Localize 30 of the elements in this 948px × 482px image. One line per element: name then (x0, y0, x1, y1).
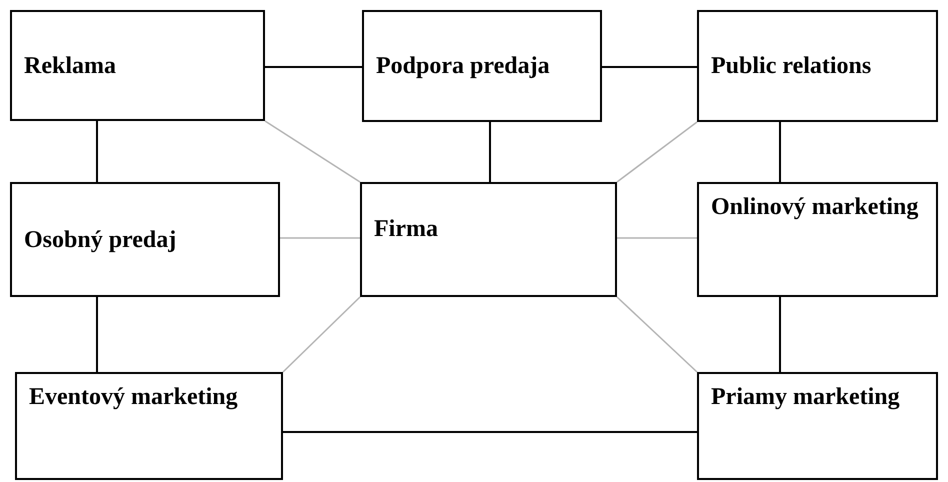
connector-line (602, 66, 697, 68)
connector-line (265, 66, 362, 68)
box (697, 10, 938, 122)
connector-line (282, 296, 361, 373)
box-label: Osobný predaj (23, 226, 178, 254)
box (362, 10, 602, 122)
box-label: Priamy marketing (710, 383, 901, 412)
connector-line (779, 122, 781, 182)
connector-line (489, 122, 491, 182)
box (10, 182, 280, 297)
box-label: Podpora predaja (375, 52, 551, 81)
connector-line (280, 237, 360, 239)
box-label: Public relations (710, 52, 872, 81)
box (10, 10, 265, 121)
connector-line (616, 296, 698, 373)
box-label: Firma (373, 215, 439, 244)
connector-line (96, 121, 98, 182)
connector-line (617, 237, 697, 239)
connector-line (96, 297, 98, 372)
box (360, 182, 617, 297)
box (697, 182, 938, 297)
box (697, 372, 938, 480)
box-label: Onlinový marketing (710, 193, 920, 222)
connector-line (283, 431, 697, 433)
connector-line (779, 297, 781, 372)
box (15, 372, 283, 480)
box-label: Reklama (23, 52, 117, 80)
box-label: Eventový marketing (28, 383, 239, 412)
connector-line (264, 120, 360, 183)
connector-line (616, 121, 698, 183)
